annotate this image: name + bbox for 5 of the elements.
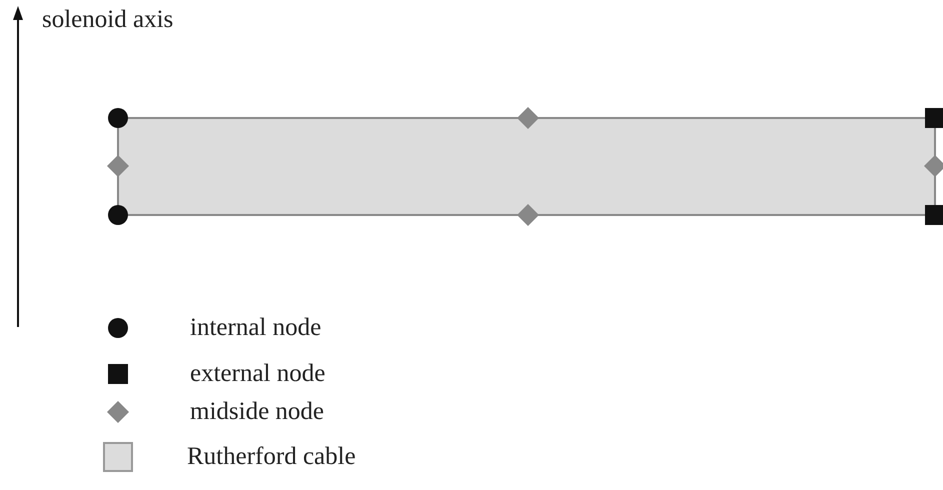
axis-label: solenoid axis bbox=[42, 6, 174, 34]
legend-text: external node bbox=[190, 360, 326, 388]
legend-text: internal node bbox=[190, 314, 322, 342]
legend-text: midside node bbox=[190, 398, 324, 426]
legend-text: Rutherford cable bbox=[187, 443, 356, 471]
